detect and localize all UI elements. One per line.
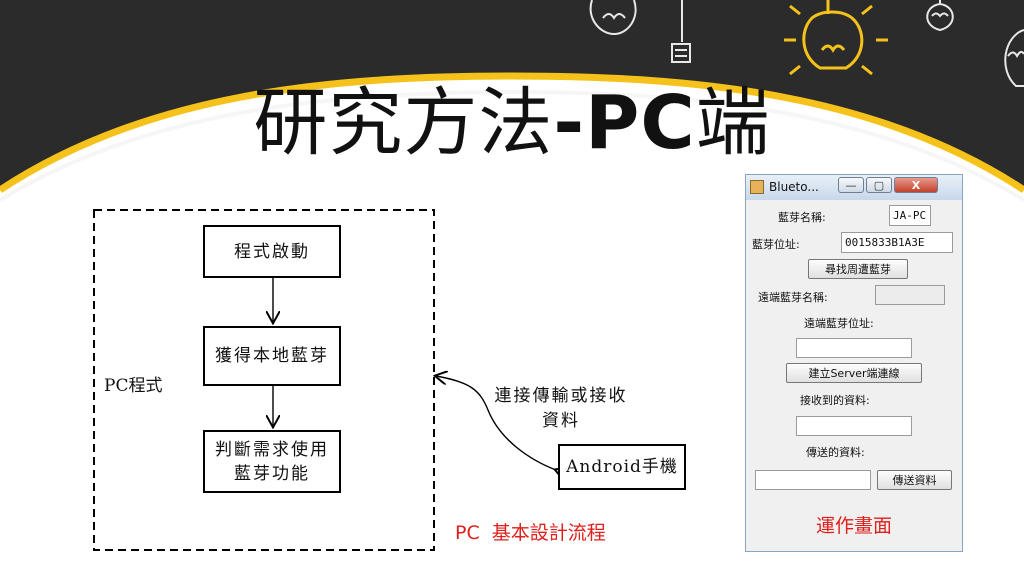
create-server-button[interactable]: 建立Server端連線: [786, 363, 922, 383]
send-data-button[interactable]: 傳送資料: [877, 470, 952, 490]
search-bluetooth-button[interactable]: 尋找周遭藍芽: [808, 259, 908, 279]
title-separator: -: [553, 80, 586, 166]
send-data-label: 傳送的資料:: [806, 446, 865, 459]
minimize-button[interactable]: —: [838, 177, 864, 193]
lightbulb-icon: [784, 0, 888, 76]
flowchart-lines: [93, 209, 700, 551]
send-data-field[interactable]: [755, 470, 871, 490]
local-address-field[interactable]: 0015833B1A3E: [841, 232, 953, 253]
flowchart: 程式啟動 獲得本地藍芽 判斷需求使用 藍芽功能 PC程式 連接傳輸或接收 資料 …: [0, 200, 700, 576]
flow-step-start: 程式啟動: [203, 225, 341, 278]
local-name-field[interactable]: JA-PC: [889, 205, 931, 226]
remote-name-field[interactable]: [875, 285, 945, 305]
title-tail: 端: [695, 80, 771, 166]
runtime-caption: 運作畫面: [815, 515, 892, 537]
flow-step-local-bluetooth: 獲得本地藍芽: [203, 326, 341, 386]
title-latin: PC: [585, 80, 696, 166]
link-arrow: [436, 376, 556, 470]
received-data-label: 接收到的資料:: [800, 394, 870, 407]
flow-step-use-bluetooth: 判斷需求使用 藍芽功能: [203, 430, 341, 493]
received-data-field[interactable]: [796, 416, 912, 436]
flowchart-caption: PC 基本設計流程: [455, 522, 606, 544]
bluetooth-app-window: Blueto... — ▢ X 藍芽名稱: JA-PC 藍芽位址: 001583…: [745, 174, 963, 552]
local-address-label: 藍芽位址:: [752, 238, 800, 251]
lightbulb-icon: [589, 0, 637, 36]
window-titlebar[interactable]: Blueto... — ▢ X: [746, 175, 962, 200]
chalkboard-banner: [0, 0, 1024, 202]
lightbulb-icon: [671, 0, 691, 63]
remote-address-field[interactable]: [796, 338, 912, 358]
app-icon: [750, 180, 764, 194]
window-title: Blueto...: [769, 180, 819, 194]
remote-address-label: 遠端藍芽位址:: [804, 317, 874, 330]
group-label: PC程式: [104, 376, 163, 396]
title-text: 研究方法: [253, 80, 554, 166]
maximize-button[interactable]: ▢: [866, 177, 892, 193]
remote-name-label: 遠端藍芽名稱:: [758, 291, 828, 304]
link-label: 連接傳輸或接收 資料: [494, 386, 628, 431]
lightbulb-icon: [1004, 29, 1024, 87]
slide-title: 研究方法-PC端: [0, 78, 1024, 168]
lightbulb-icon: [926, 0, 954, 32]
android-phone-node: Android手機: [558, 444, 686, 490]
local-name-label: 藍芽名稱:: [778, 211, 826, 224]
close-button[interactable]: X: [894, 177, 938, 193]
